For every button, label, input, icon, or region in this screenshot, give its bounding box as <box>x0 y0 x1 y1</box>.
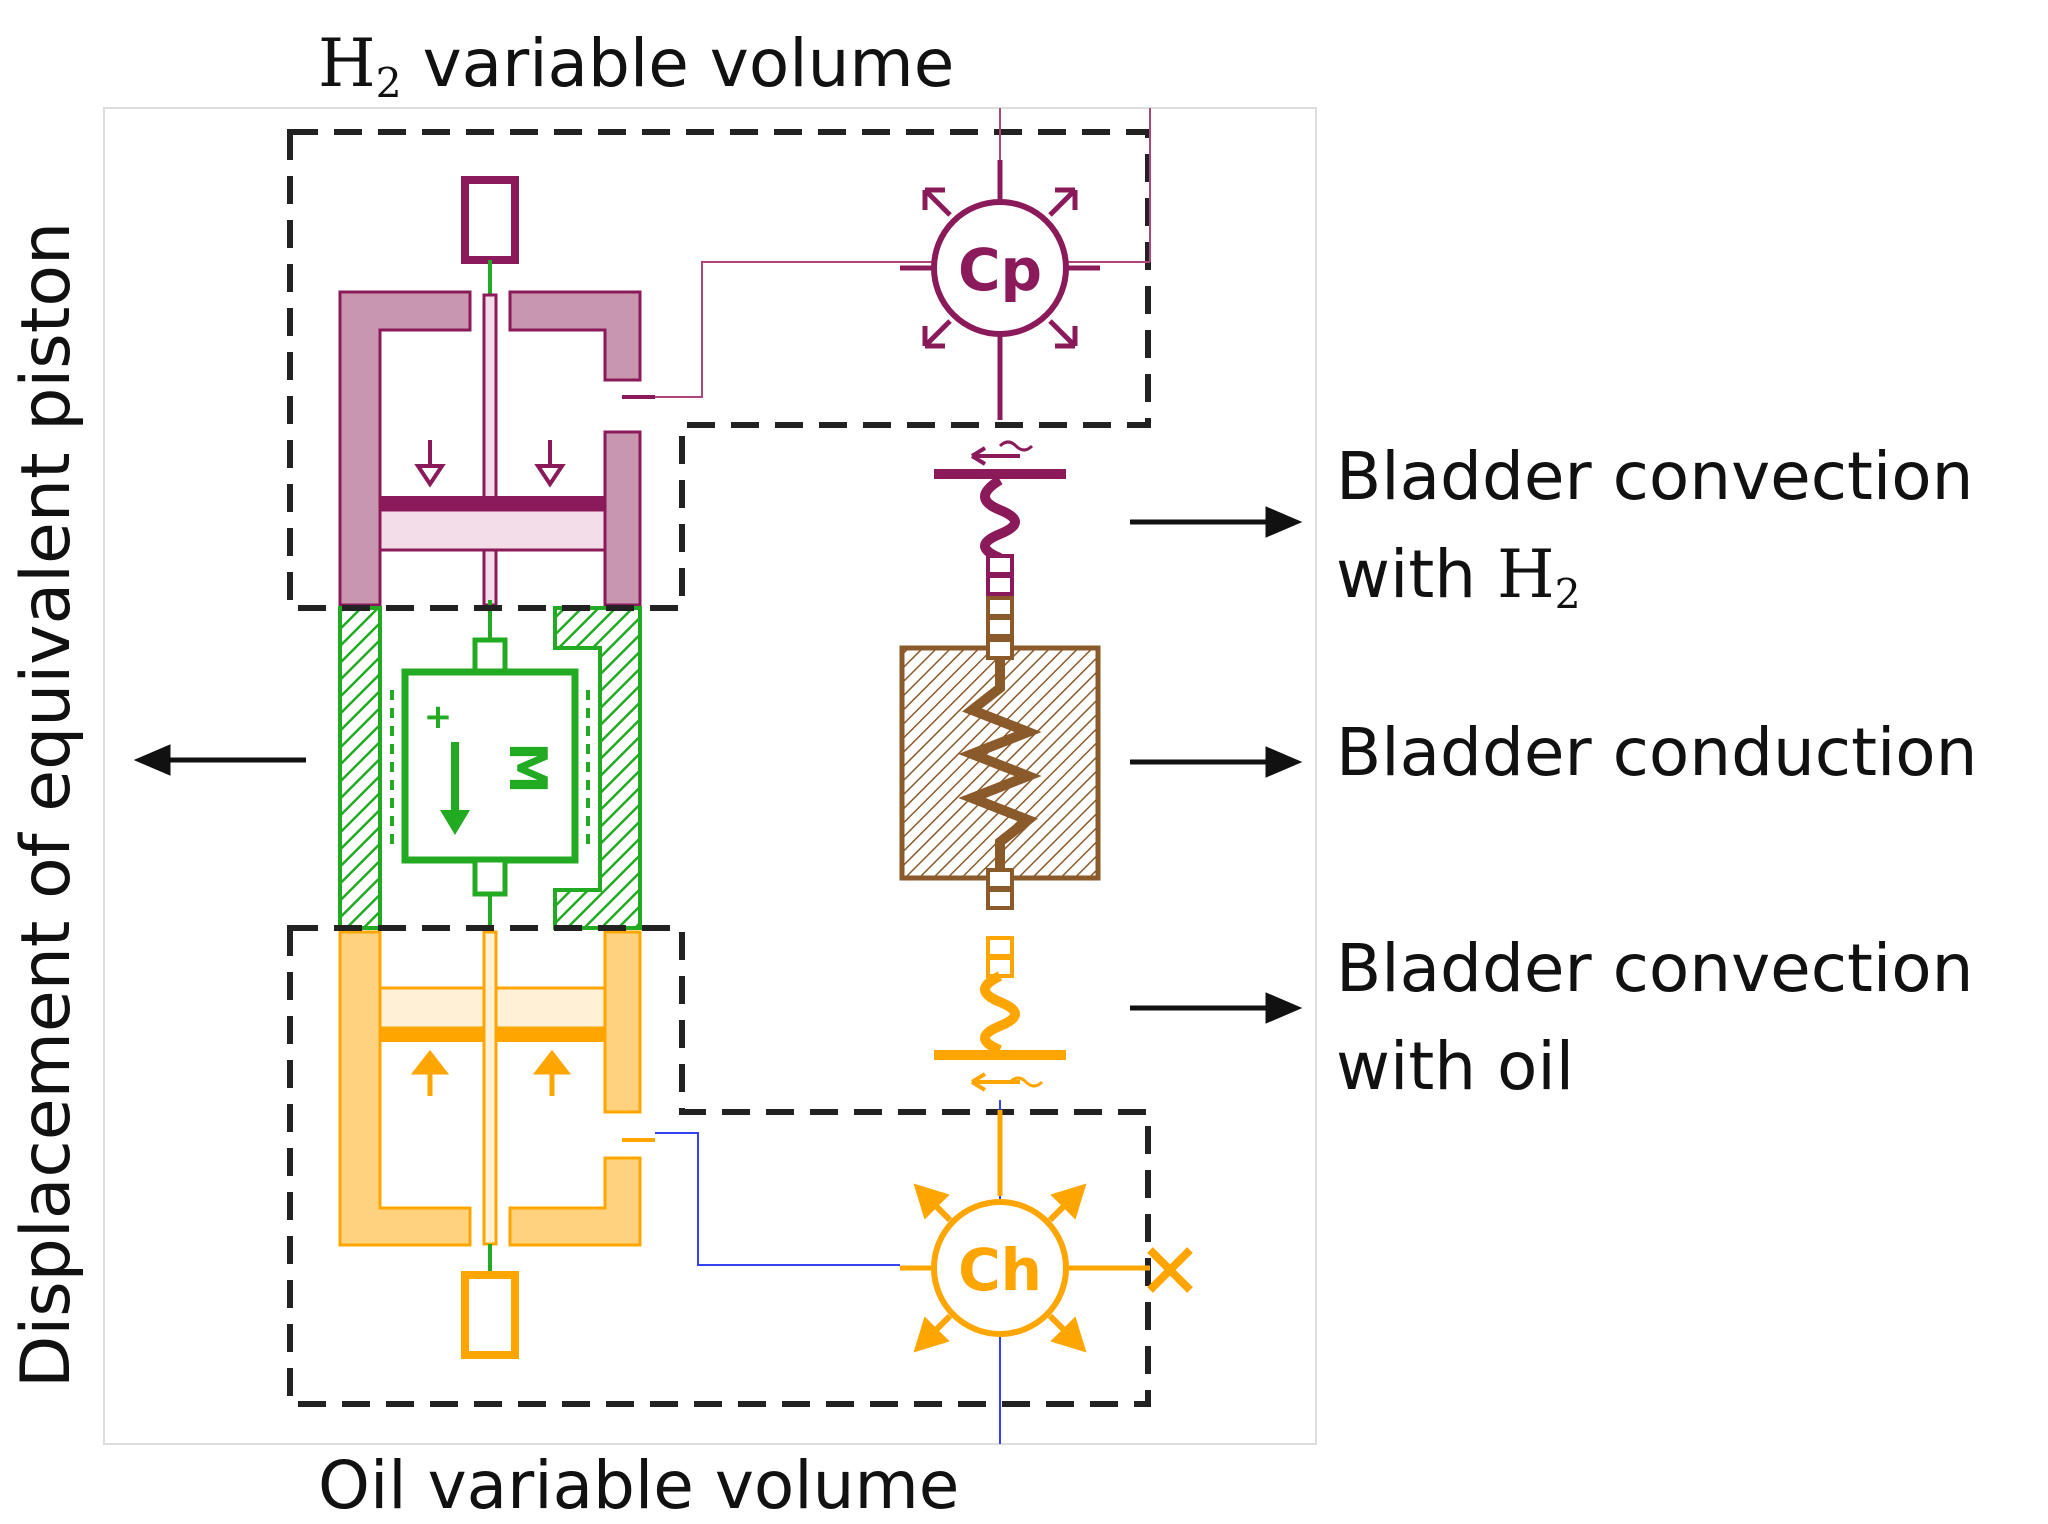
mass-bottom-knob <box>472 857 508 897</box>
conduction-spring <box>958 660 1042 868</box>
h2-piston-head <box>380 496 605 510</box>
oil-pipe <box>655 1132 900 1266</box>
bladder-conduction-label: Bladder conduction <box>1336 714 1978 791</box>
conduction-element <box>899 596 1101 910</box>
convection-oil-spring <box>980 971 1020 1055</box>
dashed-boundaries <box>287 129 1151 1407</box>
diagram-frame <box>103 107 1317 1445</box>
h2-variable-volume-label: H2 variable volume <box>318 25 955 108</box>
cp-label: Cp <box>958 236 1042 304</box>
convection-h2-element <box>934 440 1066 596</box>
convection-oil-element <box>934 936 1066 1196</box>
h2-pressure-arrows <box>414 440 566 488</box>
mass-left-wall <box>338 606 382 930</box>
h2-stopper <box>461 176 519 264</box>
bladder-convection-h2-label: Bladder convection with H2 <box>1336 438 1974 619</box>
h2-volume-boundary <box>287 129 1151 611</box>
piston-displacement-label: Displacement of equivalent piston <box>7 221 86 1388</box>
h2-pipe <box>655 261 935 398</box>
h2-piston-plate <box>378 508 607 552</box>
cp-capacity: Cp <box>900 160 1100 420</box>
mass-right-wall <box>553 606 642 930</box>
h2-rod <box>482 293 498 607</box>
mass-top-knob <box>472 637 508 675</box>
ch-capacity: Ch <box>900 1183 1193 1353</box>
leader-arrows <box>133 506 1303 1024</box>
oil-chamber <box>338 930 655 1359</box>
oil-cylinder-left <box>338 930 472 1247</box>
mass-block: + M <box>338 600 642 930</box>
oil-pressure-arrows <box>410 1049 572 1096</box>
ch-label: Ch <box>958 1236 1042 1304</box>
bladder-convection-oil-label: Bladder convection with oil <box>1336 930 1974 1105</box>
ch-port-cross-icon <box>1147 1247 1193 1293</box>
convection-h2-spring <box>980 475 1020 566</box>
mass-body <box>401 668 579 864</box>
mass-label: M <box>497 742 557 794</box>
h2-cylinder-body <box>338 290 472 607</box>
mass-plus-sign: + <box>424 697 453 737</box>
oil-variable-volume-label: Oil variable volume <box>318 1447 960 1524</box>
oil-stopper <box>461 1271 519 1359</box>
oil-rod <box>482 930 498 1246</box>
h2-chamber <box>338 176 655 607</box>
